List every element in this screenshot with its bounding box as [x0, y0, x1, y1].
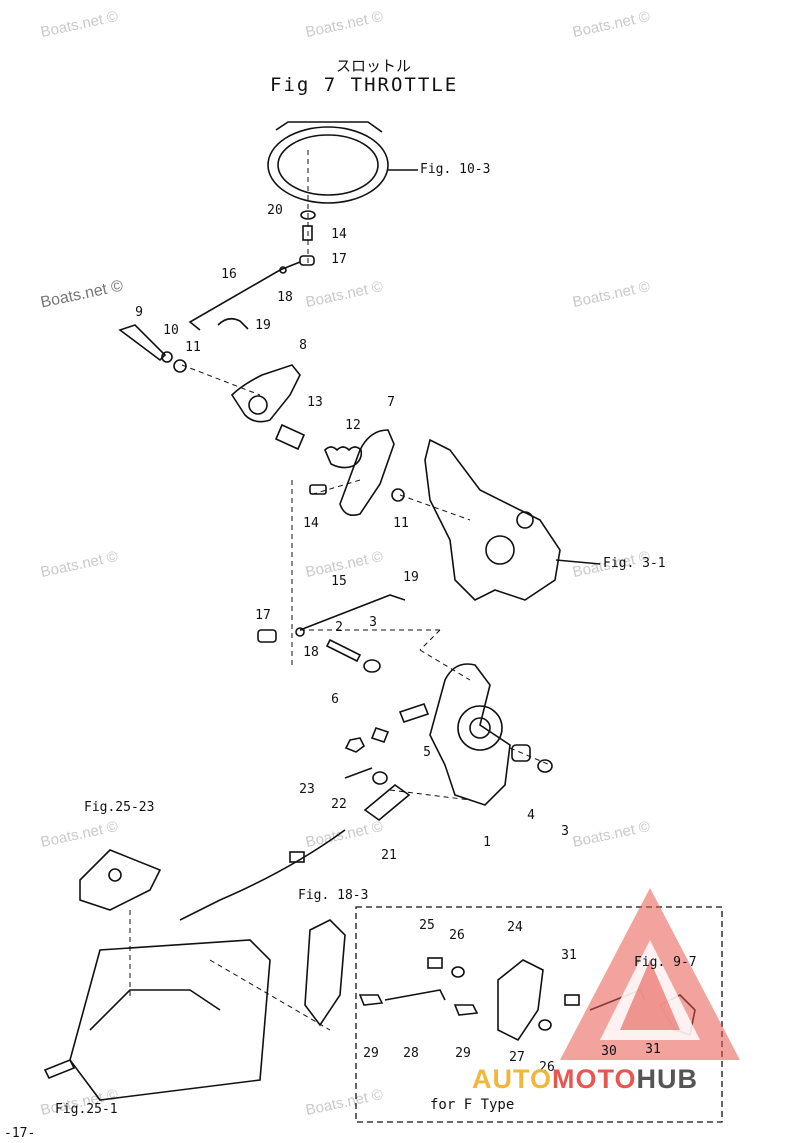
- callout: 13: [307, 395, 323, 410]
- callout: 14: [331, 227, 347, 242]
- fig-ref-3-1: Fig. 3-1: [603, 556, 666, 571]
- f-type-caption: for F Type: [430, 1097, 515, 1113]
- callout: 1: [483, 835, 491, 850]
- callout: 17: [331, 252, 347, 267]
- callout: 6: [331, 692, 339, 707]
- fig-ref-25-1: Fig.25-1: [55, 1102, 118, 1117]
- callout: 28: [403, 1046, 419, 1061]
- callout: 31: [561, 948, 577, 963]
- callout: 26: [539, 1060, 555, 1075]
- title-japanese: スロットル: [336, 57, 412, 75]
- callout: 5: [423, 745, 431, 760]
- callout: 30: [601, 1044, 617, 1059]
- callout: 11: [185, 340, 201, 355]
- callout: 27: [509, 1050, 525, 1065]
- callout: 4: [527, 808, 535, 823]
- callout: 26: [449, 928, 465, 943]
- logo-part-hub: HUB: [636, 1064, 699, 1094]
- callout: 18: [277, 290, 293, 305]
- callout: 22: [331, 797, 347, 812]
- callout: 7: [387, 395, 395, 410]
- callout: 11: [393, 516, 409, 531]
- callout: 19: [255, 318, 271, 333]
- callout: 21: [381, 848, 397, 863]
- callout: 25: [419, 918, 435, 933]
- page-number: -17-: [4, 1126, 36, 1141]
- fig-ref-18-3: Fig. 18-3: [298, 888, 369, 903]
- automotohub-logo: AUTOMOTOHUB: [472, 1064, 698, 1095]
- ring-part: [267, 126, 389, 204]
- callout: 24: [507, 920, 523, 935]
- callout: 29: [363, 1046, 379, 1061]
- callout: 8: [299, 338, 307, 353]
- callout: 29: [455, 1046, 471, 1061]
- fig-ref-10-3: Fig. 10-3: [420, 162, 491, 177]
- callout: 10: [163, 323, 179, 338]
- callout: 23: [299, 782, 315, 797]
- callout: 16: [221, 267, 237, 282]
- callout: 9: [135, 305, 143, 320]
- fig-ref-25-23: Fig.25-23: [84, 800, 155, 815]
- callout: 14: [303, 516, 319, 531]
- callout: 15: [331, 574, 347, 589]
- logo-part-moto: MOTO: [552, 1064, 637, 1094]
- logo-part-auto: AUTO: [472, 1064, 553, 1094]
- callout: 12: [345, 418, 361, 433]
- callout: 17: [255, 608, 271, 623]
- callout: 3: [369, 615, 377, 630]
- callout: 18: [303, 645, 319, 660]
- callout: 20: [267, 203, 283, 218]
- callout: 31: [645, 1042, 661, 1057]
- callout: 2: [335, 620, 343, 635]
- page-title: Fig 7 THROTTLE: [270, 74, 459, 96]
- fig-ref-9-7: Fig. 9-7: [634, 955, 697, 970]
- callout: 19: [403, 570, 419, 585]
- callout: 3: [561, 824, 569, 839]
